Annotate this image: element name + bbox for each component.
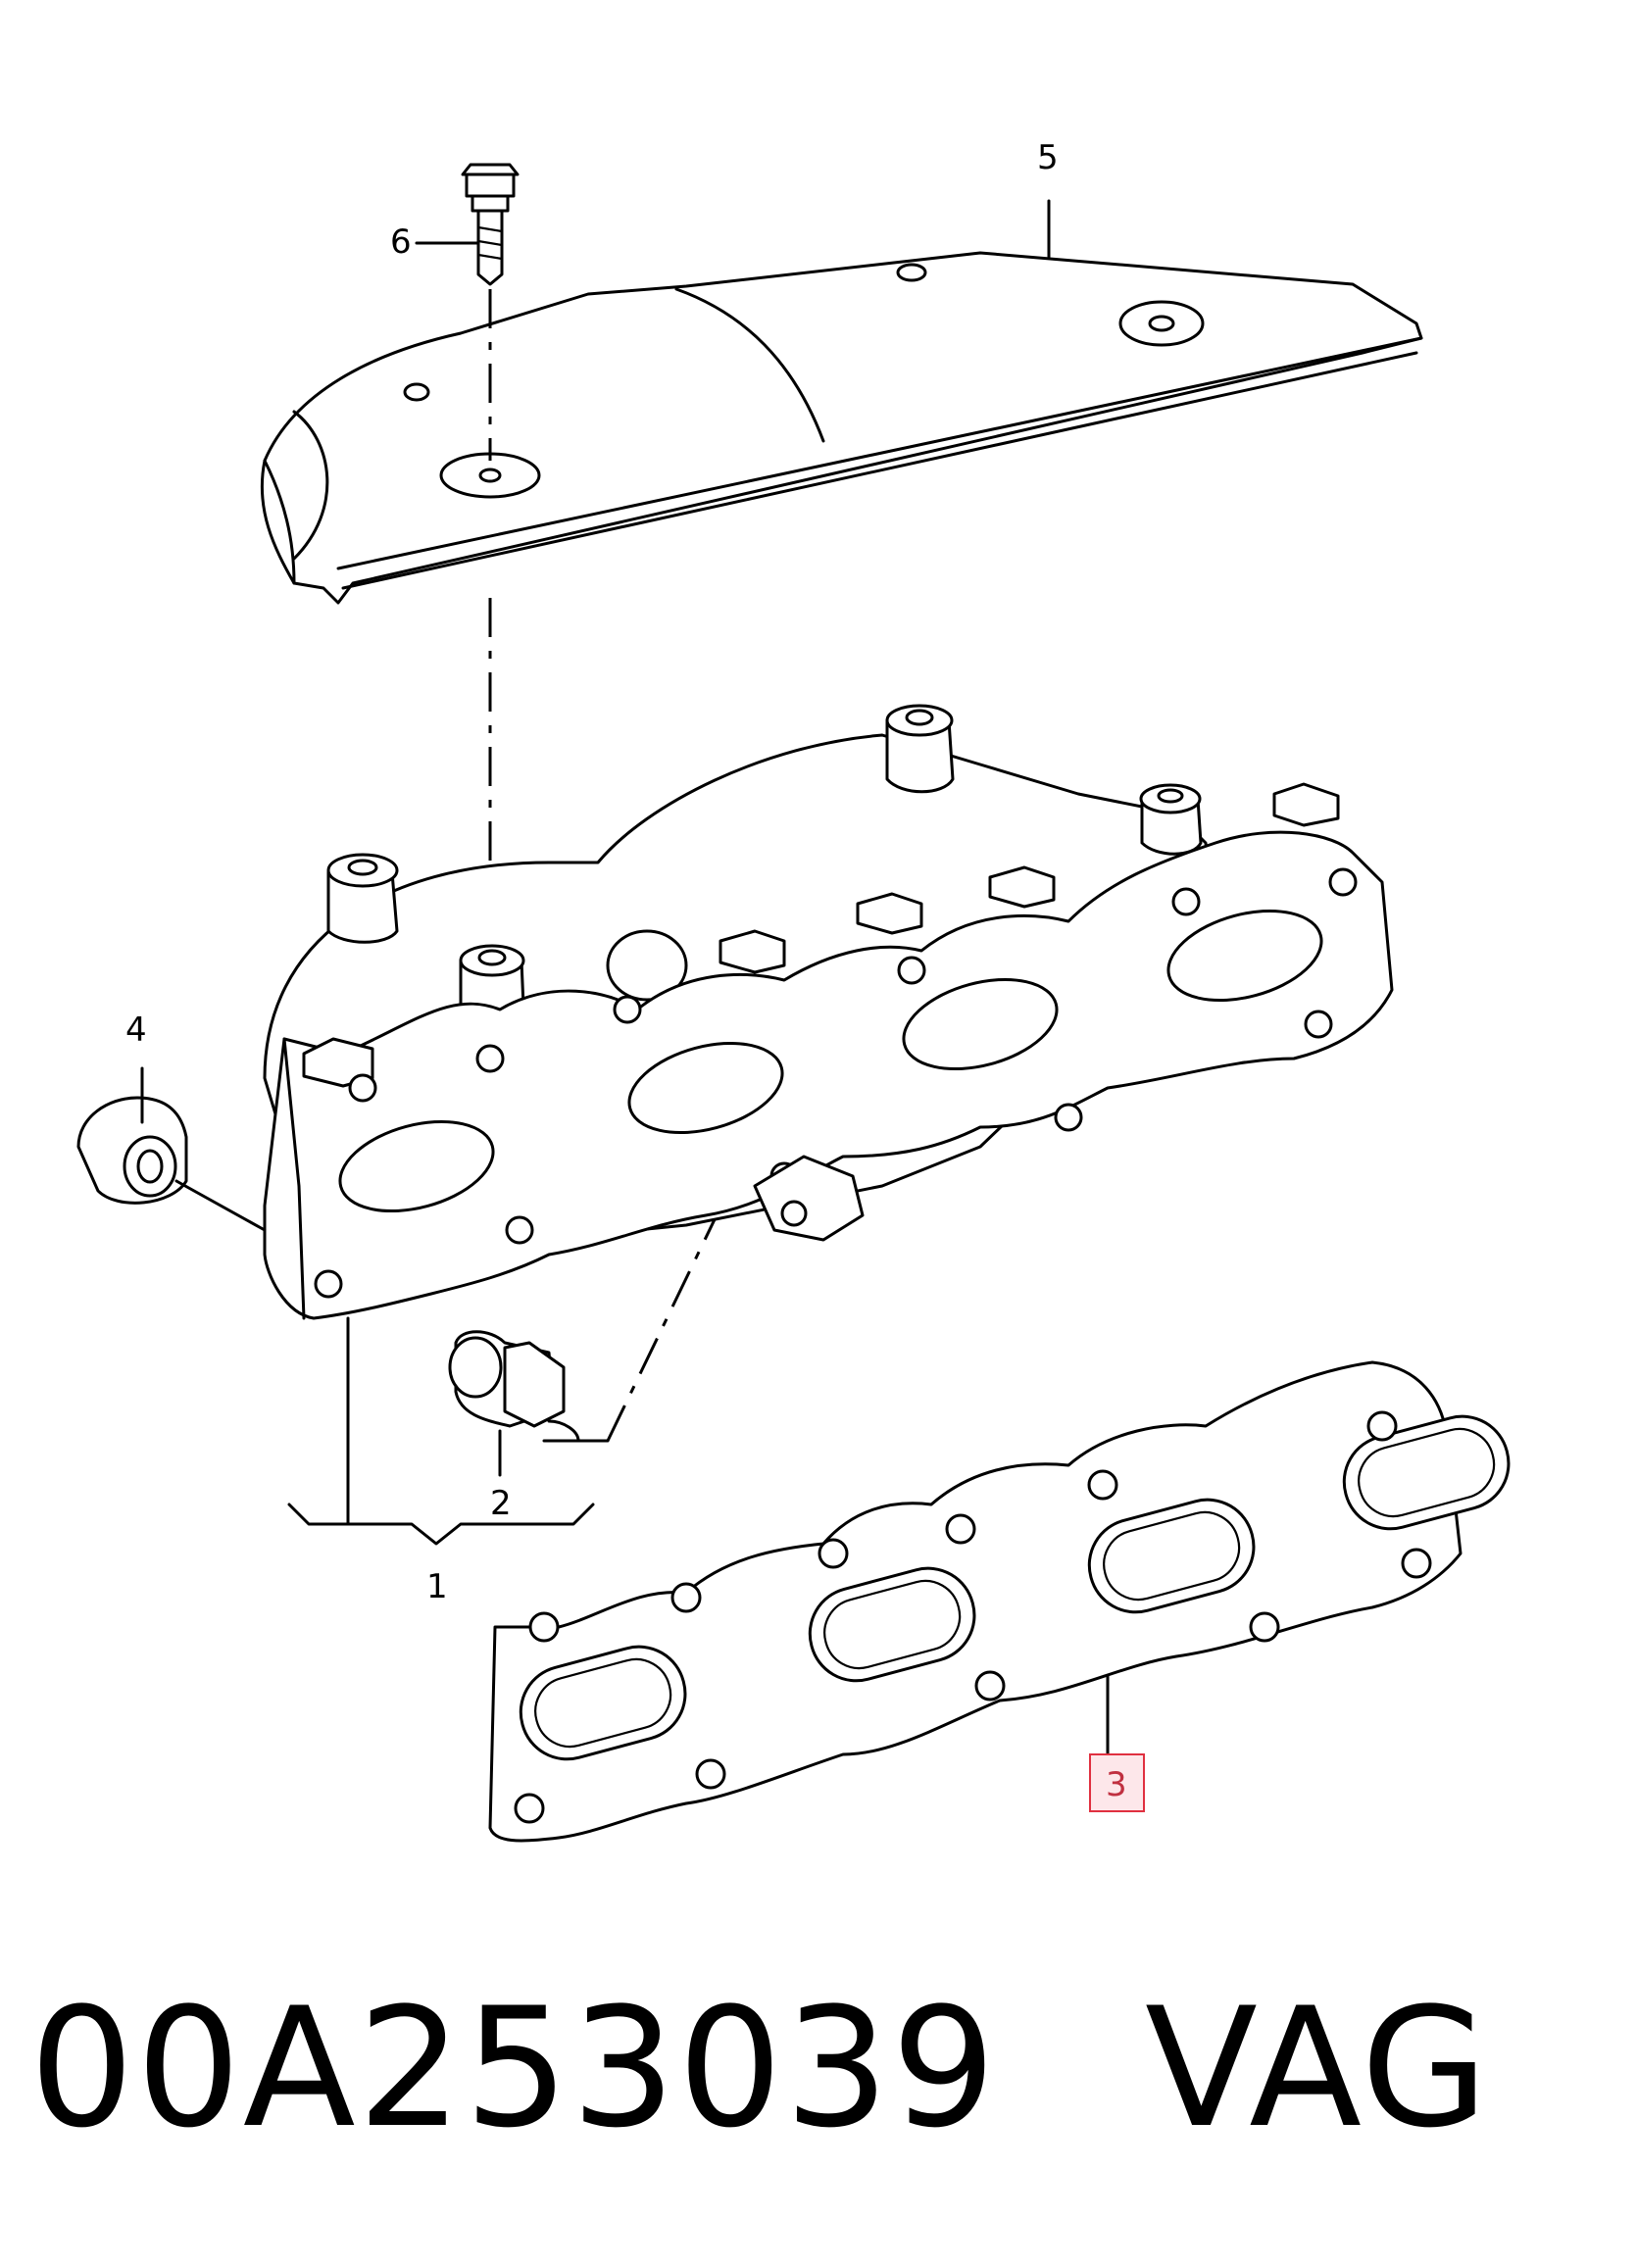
callout-5: 5	[1037, 138, 1059, 177]
exhaust-manifold-part-1	[263, 704, 1394, 1320]
callout-2: 2	[490, 1484, 512, 1523]
alignment-line-stud	[606, 1156, 747, 1442]
bracket-part-1	[287, 1503, 595, 1546]
brand-name: VAG	[1145, 1972, 1491, 2164]
leader-nut-to-stud	[174, 1179, 267, 1232]
bolt-part-6	[461, 163, 520, 286]
callout-3-highlight-box	[1089, 1753, 1145, 1812]
part-number: 00A253039	[29, 1972, 999, 2164]
callout-1: 1	[426, 1567, 448, 1606]
heat-shield-part-5	[260, 251, 1423, 605]
nut-part-4	[76, 1096, 188, 1205]
gasket-part-3	[488, 1360, 1511, 1843]
stud-part-2	[448, 1330, 580, 1443]
callout-3: 3	[1106, 1765, 1127, 1804]
callout-4: 4	[125, 1011, 147, 1050]
part-caption: 00A253039 VAG	[29, 1970, 1617, 2166]
callout-6: 6	[390, 222, 412, 262]
